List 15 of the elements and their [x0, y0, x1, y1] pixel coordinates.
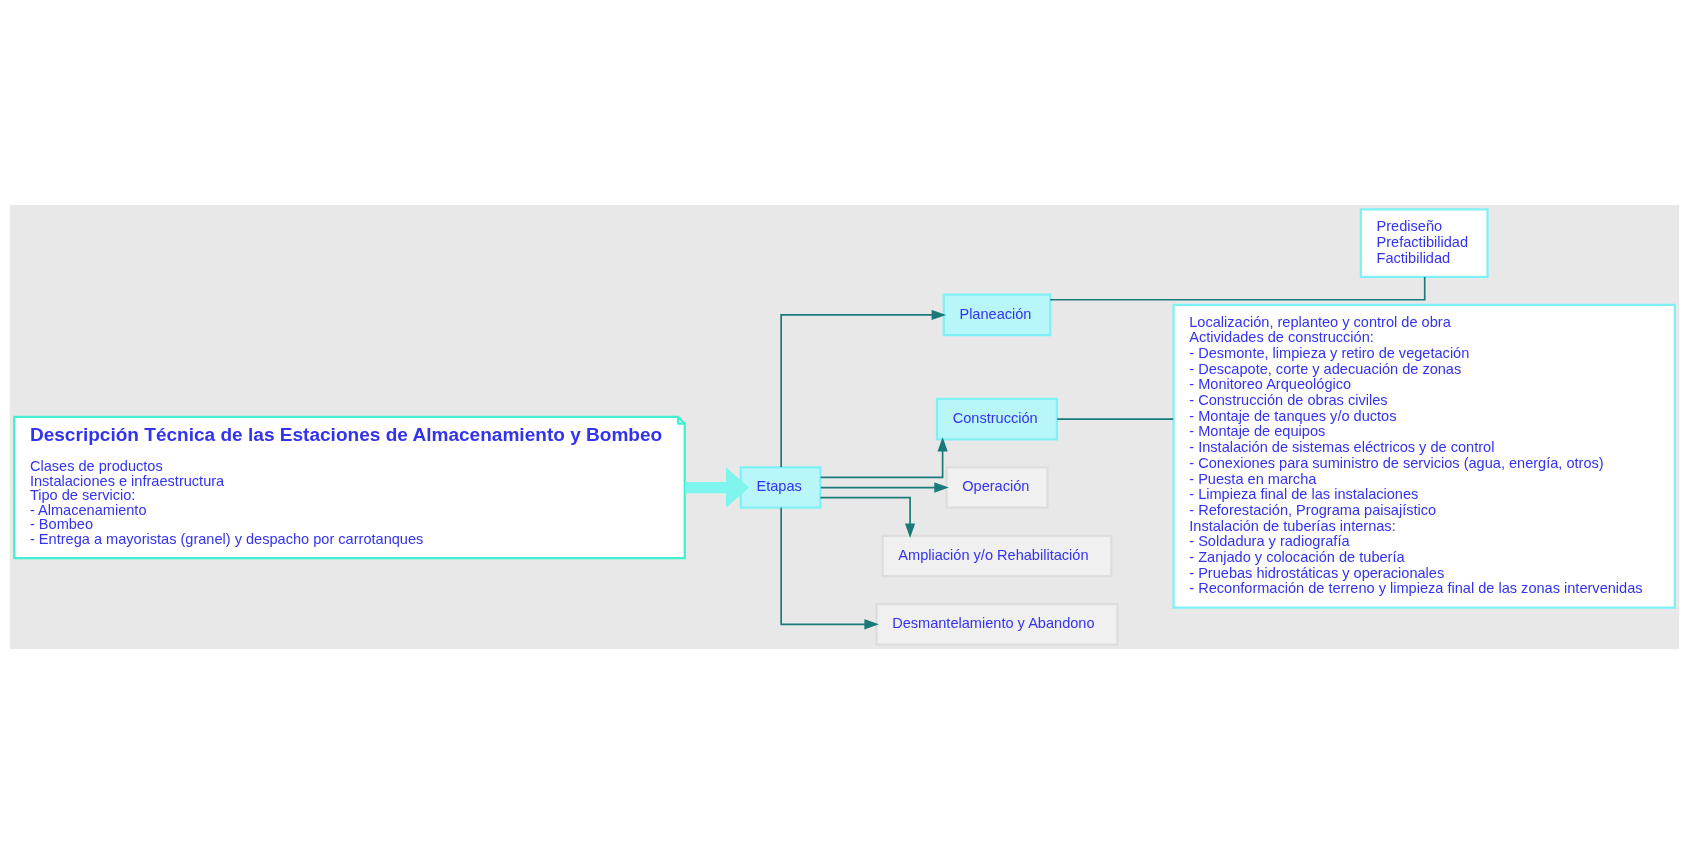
node-box: Operación — [944, 465, 1049, 509]
node-box: Etapas — [739, 465, 821, 509]
arrow — [819, 436, 948, 478]
arrow — [819, 481, 949, 493]
node-box: Desmantelamiento y Abandono — [874, 602, 1119, 646]
node-box: Planeación — [942, 293, 1051, 336]
connector — [1055, 417, 1174, 420]
node-box: Prediseño Prefactibilidad Factibilidad — [1359, 207, 1489, 278]
node-box: Ampliación y/o Rehabilitación — [881, 534, 1112, 577]
node-box: Localización, replanteo y control de obra Actividades de construcción: - Desmonte, limpieza y retiro de vegetación - Descapote, corte y adecuación de zonas - Monitoreo Arqueológico - Construcción de obras civiles - Montaje de tanques y/o ductos - Montaje de equipos - Instalación de sistemas eléctricos y de control - Conexiones para suministro de servicios (agua, energía, otros) - Puesta en marcha - Limpieza final de las instalaciones - Reforestación, Programa paisajístico Instalación de tuberías internas: - Soldadura y radiografía - Zanjado y colocación de tubería - Pruebas hidrostáticas y operacionales - Reconformación de terreno y limpieza final de las zonas intervenidas — [1171, 303, 1676, 609]
arrow — [684, 466, 749, 508]
arrow — [819, 496, 915, 538]
arrow — [779, 506, 879, 629]
arrow — [779, 309, 946, 468]
node-box: Construcción — [935, 397, 1058, 440]
